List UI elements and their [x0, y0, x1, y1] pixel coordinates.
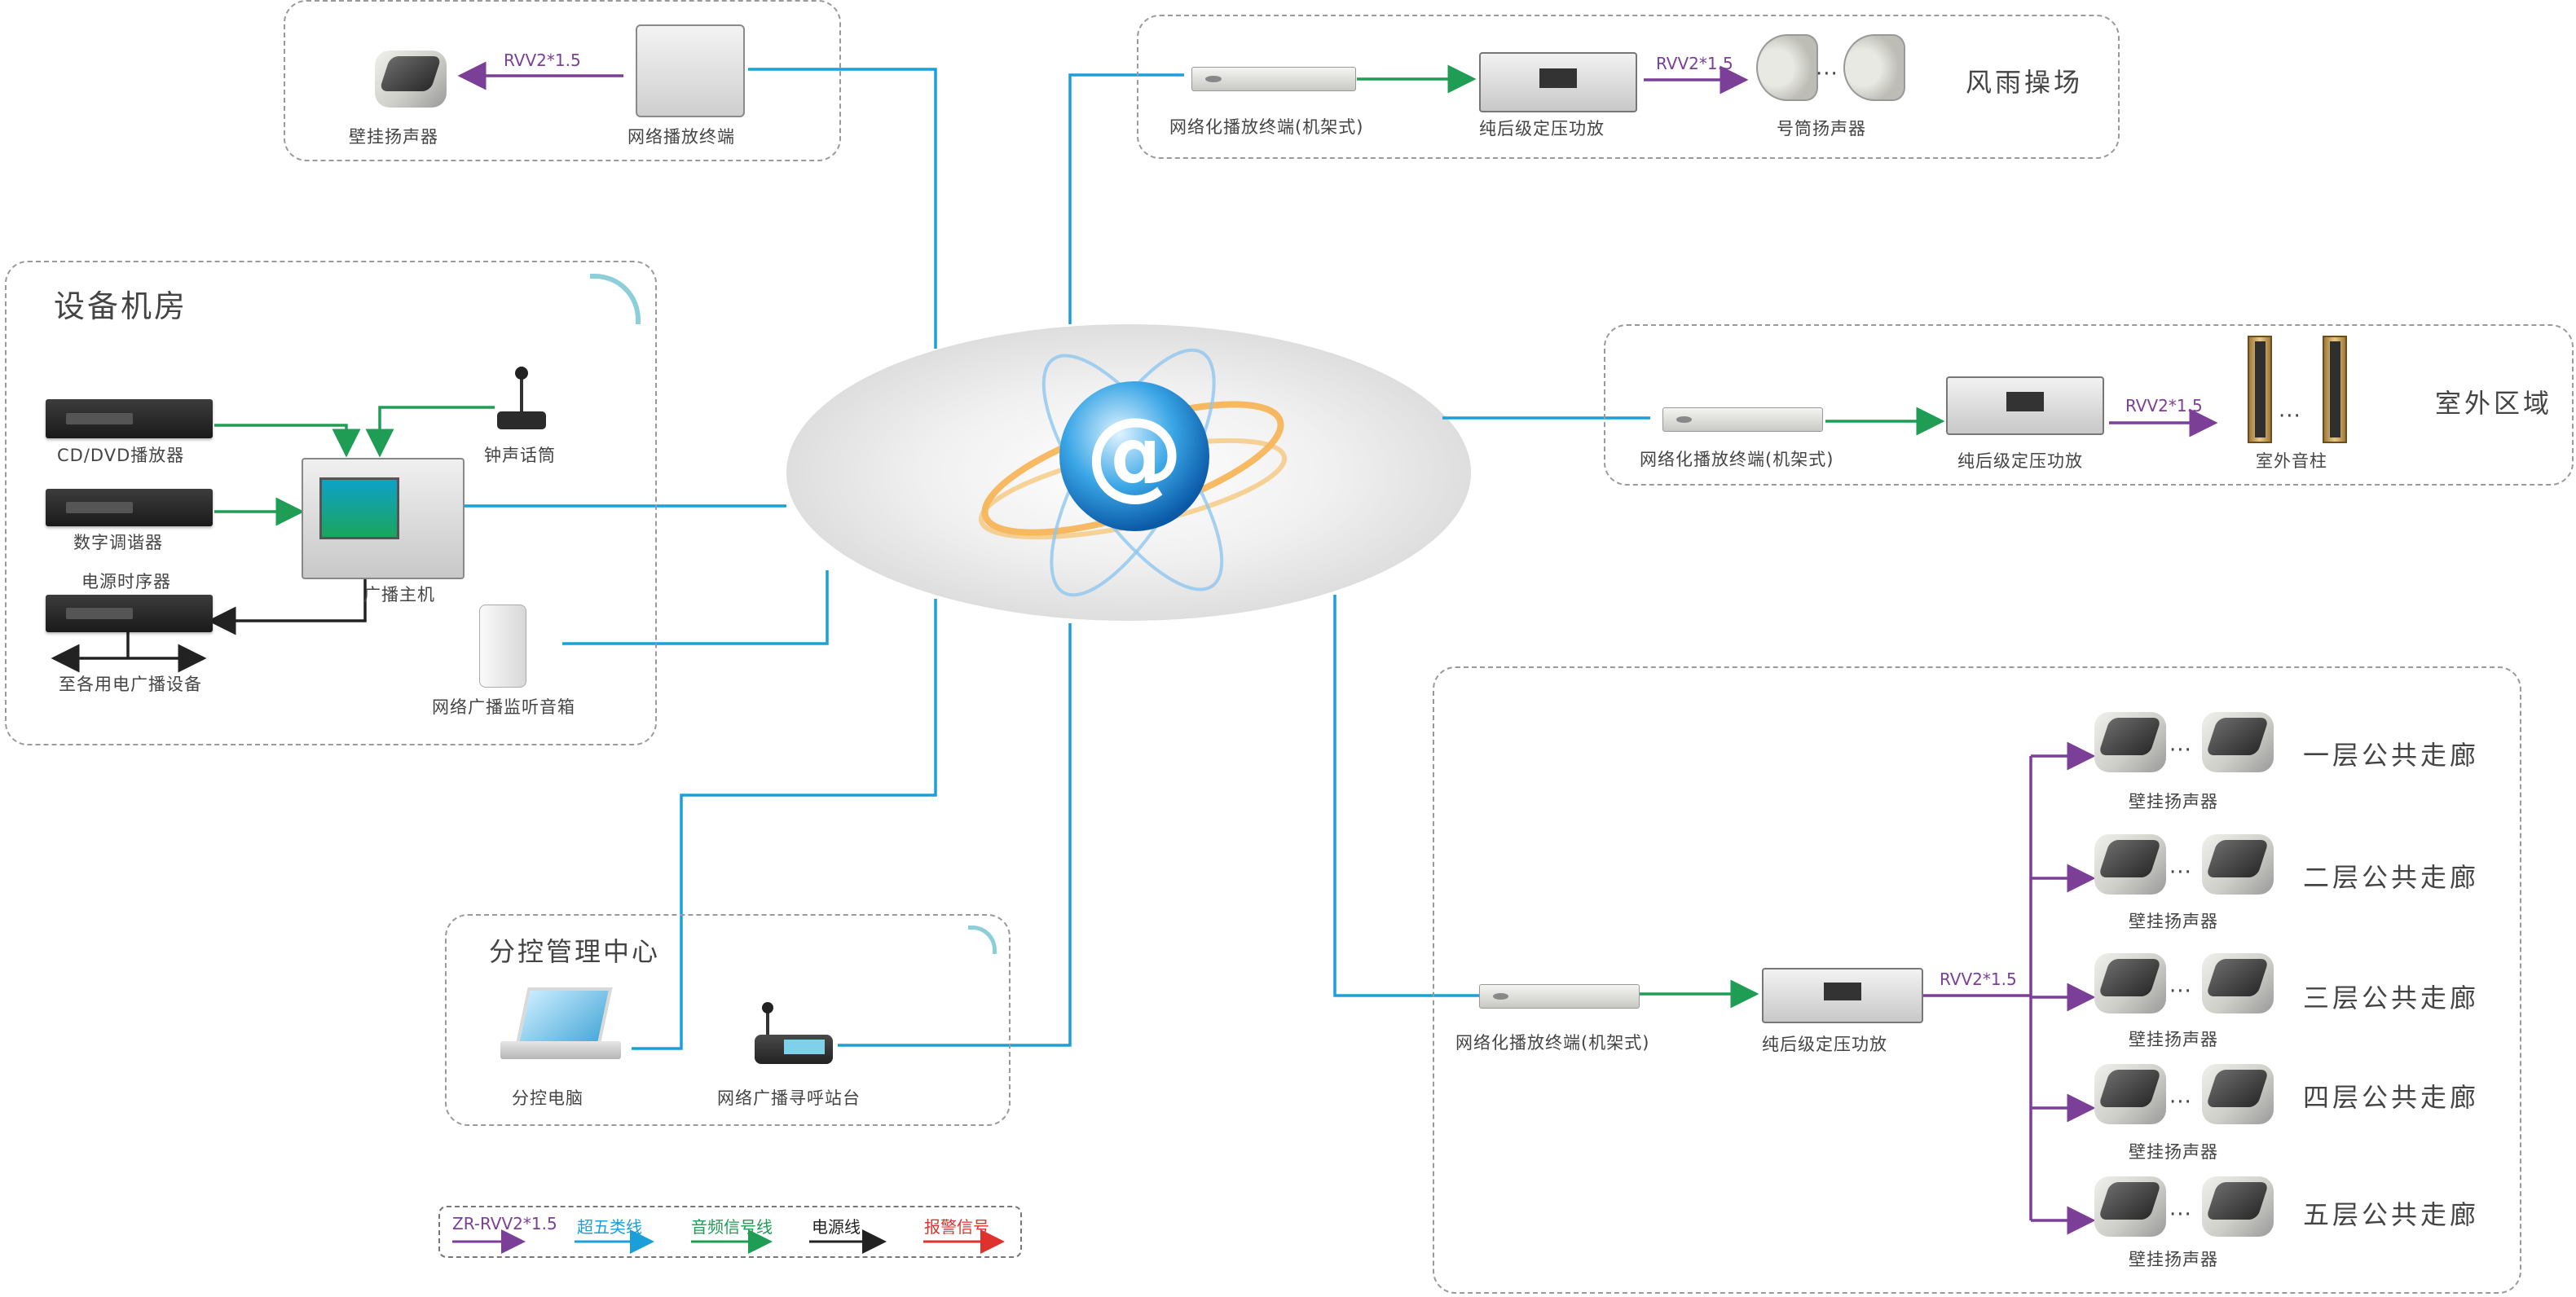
- outdoor-column-speaker-icon: [2248, 336, 2272, 443]
- network-terminal-icon: [636, 24, 745, 117]
- playground-box: [1137, 15, 2120, 159]
- ellipsis: ···: [2279, 404, 2301, 429]
- playground-terminal-label: 网络化播放终端(机架式): [1169, 117, 1364, 137]
- horn-speaker-label: 号筒扬声器: [1777, 119, 1866, 138]
- legend-box: [438, 1206, 1022, 1258]
- playground-wire-label: RVV2*1.5: [1656, 54, 1733, 73]
- machine-room-title: 设备机房: [54, 288, 188, 324]
- corridor-speaker-icon: [2094, 953, 2166, 1013]
- sub-pc-label: 分控电脑: [512, 1088, 583, 1108]
- corridor-wire-label: RVV2*1.5: [1940, 969, 2017, 989]
- monitor-speaker-label: 网络广播监听音箱: [432, 697, 575, 717]
- monitor-speaker-icon: [479, 605, 526, 688]
- ellipsis: ···: [2169, 738, 2192, 763]
- laptop-icon: [500, 987, 621, 1064]
- rvv-cables: [457, 61, 2218, 1235]
- corridor-terminal-label: 网络化播放终端(机架式): [1455, 1033, 1650, 1053]
- outdoor-area-label: 室外区域: [2435, 388, 2553, 419]
- corridor-speaker-icon: [2094, 834, 2166, 895]
- outdoor-terminal-label: 网络化播放终端(机架式): [1640, 450, 1834, 469]
- corridor-amp-label: 纯后级定压功放: [1762, 1035, 1887, 1054]
- sub-control-box: [445, 914, 1011, 1126]
- ellipsis: ···: [2169, 860, 2192, 885]
- corridor-speaker-icon-2: [2202, 1064, 2274, 1124]
- outdoor-speaker-label: 室外音柱: [2256, 451, 2327, 471]
- floor-label: 二层公共走廊: [2303, 862, 2480, 893]
- paging-station-icon: [755, 1002, 833, 1066]
- legend-cat5: 超五类线: [577, 1217, 642, 1237]
- wall-speaker-label: 壁挂扬声器: [349, 127, 438, 147]
- outdoor-box: [1604, 324, 2574, 486]
- outdoor-wire-label: RVV2*1.5: [2125, 396, 2203, 415]
- outdoor-amp-icon: [1946, 376, 2104, 435]
- corridor-speaker-label: 壁挂扬声器: [2129, 1250, 2218, 1269]
- microphone-icon: [497, 367, 546, 432]
- corridor-speaker-label: 壁挂扬声器: [2129, 1030, 2218, 1049]
- corridor-speaker-label: 壁挂扬声器: [2129, 912, 2218, 931]
- corridor-speaker-icon-2: [2202, 834, 2274, 895]
- microphone-label: 钟声话筒: [484, 446, 556, 465]
- ellipsis: ···: [2169, 1090, 2192, 1115]
- power-sequencer-icon: [46, 595, 213, 632]
- cat5-cables: [461, 68, 1650, 1050]
- cd-dvd-label: CD/DVD播放器: [57, 446, 185, 465]
- backup-equipment-label: 至各用电广播设备: [59, 675, 202, 694]
- top-terminal-box: [284, 0, 841, 161]
- corridors-box: [1433, 666, 2521, 1294]
- network-terminal-label: 网络播放终端: [627, 127, 735, 147]
- broadcast-host-label: 广播主机: [363, 585, 435, 605]
- svg-text:@: @: [1085, 398, 1183, 511]
- floor-label: 三层公共走廊: [2303, 983, 2480, 1013]
- playground-terminal-icon: [1191, 67, 1356, 91]
- sub-control-title: 分控管理中心: [489, 936, 661, 967]
- tuner-label: 数字调谐器: [73, 533, 163, 552]
- corridor-speaker-icon: [2094, 712, 2166, 772]
- paging-station-label: 网络广播寻呼站台: [717, 1088, 861, 1108]
- corridor-speaker-label: 壁挂扬声器: [2129, 792, 2218, 811]
- ellipsis: ···: [2169, 979, 2192, 1004]
- wireless-icon: [968, 925, 997, 954]
- tuner-icon: [46, 489, 213, 526]
- playground-area-label: 风雨操场: [1966, 67, 2084, 98]
- power-cables: [51, 578, 367, 673]
- corridor-speaker-icon: [2094, 1064, 2166, 1124]
- corridor-speaker-icon-2: [2202, 712, 2274, 772]
- audio-cables: [214, 64, 1945, 1009]
- ellipsis: ···: [1816, 62, 1838, 86]
- power-sequencer-label: 电源时序器: [81, 572, 171, 591]
- top-wire-label: RVV2*1.5: [504, 51, 581, 70]
- legend-rvv: ZR-RVV2*1.5: [452, 1214, 557, 1233]
- corridor-speaker-icon-2: [2202, 953, 2274, 1013]
- wall-speaker-icon: [375, 51, 447, 108]
- corridor-amp-icon: [1762, 968, 1923, 1023]
- corridor-terminal-icon: [1479, 984, 1640, 1009]
- floor-label: 五层公共走廊: [2303, 1199, 2480, 1230]
- floor-label: 一层公共走廊: [2303, 740, 2480, 771]
- legend-audio: 音频信号线: [691, 1217, 773, 1237]
- horn-speaker-icon-2: [1843, 34, 1905, 101]
- corridor-speaker-icon: [2094, 1176, 2166, 1237]
- horn-speaker-icon: [1756, 34, 1818, 101]
- network-hub-icon: @: [786, 324, 1471, 621]
- machine-room-box: [5, 261, 657, 745]
- playground-amp-icon: [1479, 52, 1637, 112]
- corridor-speaker-label: 壁挂扬声器: [2129, 1142, 2218, 1162]
- playground-amp-label: 纯后级定压功放: [1479, 119, 1605, 138]
- outdoor-terminal-icon: [1662, 407, 1823, 432]
- outdoor-column-speaker-icon-2: [2323, 336, 2347, 443]
- legend-alarm: 报警信号: [924, 1217, 989, 1237]
- legend-power: 电源线: [812, 1217, 861, 1237]
- ellipsis: ···: [2169, 1202, 2192, 1227]
- cd-dvd-player-icon: [46, 399, 213, 438]
- corridor-speaker-icon-2: [2202, 1176, 2274, 1237]
- floor-label: 四层公共走廊: [2303, 1082, 2480, 1113]
- outdoor-amp-label: 纯后级定压功放: [1957, 451, 2083, 471]
- broadcast-host-icon: [302, 458, 465, 579]
